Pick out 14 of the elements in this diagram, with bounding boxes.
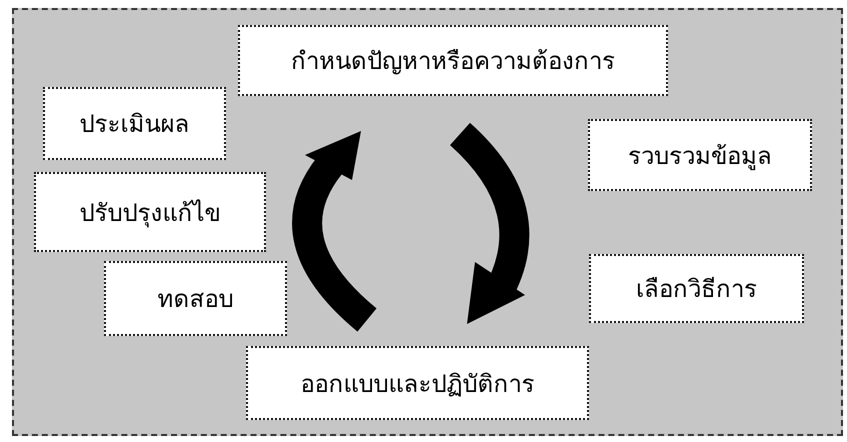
step-box	[34, 172, 266, 252]
step-box	[588, 119, 812, 191]
step-label: ประเมินผล	[80, 109, 190, 140]
step-box	[246, 346, 589, 420]
step-label: ออกแบบและปฏิบัติการ	[300, 368, 534, 400]
step-label: กำหนดปัญหาหรือความต้องการ	[291, 46, 615, 77]
step-label: รวบรวมข้อมูล	[628, 140, 772, 172]
step-label: เลือกวิธีการ	[636, 274, 757, 305]
step-label: ปรับปรุงแก้ไข	[80, 198, 220, 230]
step-box	[589, 254, 804, 323]
step-box	[238, 25, 668, 96]
step-label: ทดสอบ	[158, 284, 234, 315]
step-box	[104, 261, 287, 336]
step-box	[43, 87, 226, 160]
